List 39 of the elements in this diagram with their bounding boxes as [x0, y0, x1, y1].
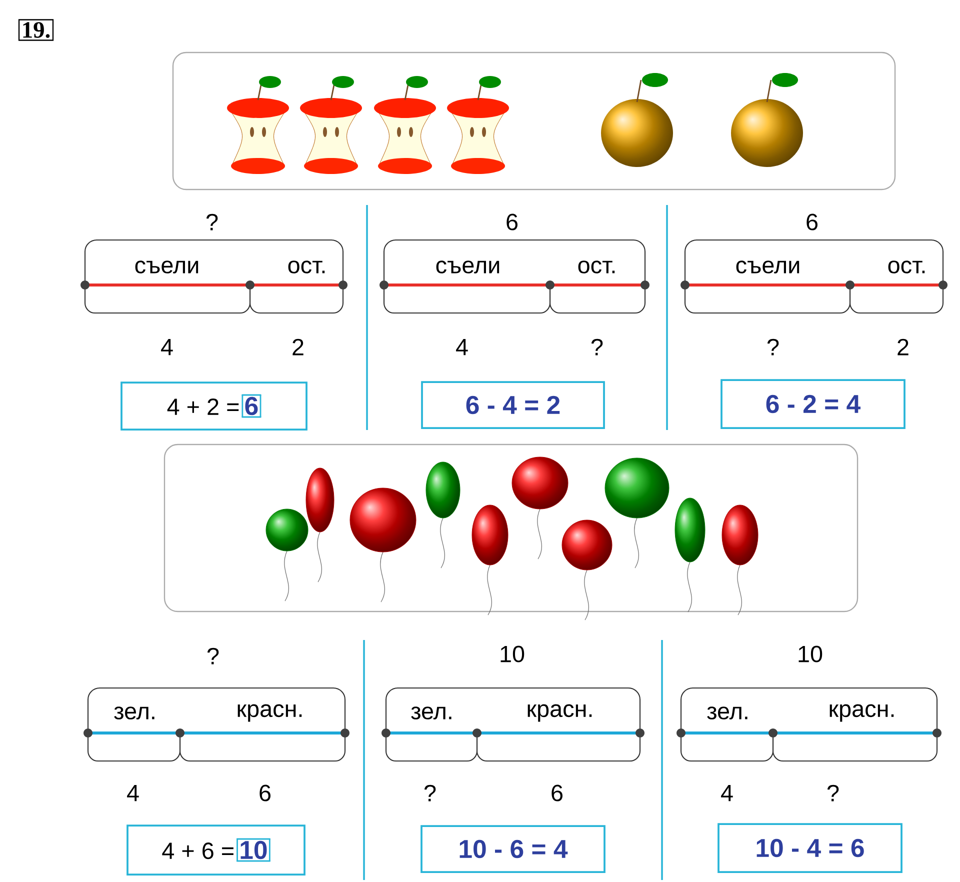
total-label: 10: [500, 646, 524, 662]
part-label: ?: [591, 338, 603, 356]
part-label: 6: [260, 784, 270, 802]
total-label: 10: [798, 646, 822, 662]
picture-panel: [164, 444, 858, 612]
part-label: 4: [456, 338, 468, 356]
exercise-number: 19.: [18, 19, 54, 41]
part-label: 6: [552, 784, 562, 802]
part-label: 4: [161, 338, 173, 356]
segment-label: красн.: [238, 704, 302, 722]
segment-label: ост.: [888, 260, 925, 274]
part-label: 2: [898, 338, 908, 356]
segment-label: съели: [135, 260, 198, 274]
total-label: 6: [506, 214, 518, 230]
segment-label: зел.: [411, 706, 452, 720]
picture-panel: [172, 52, 896, 190]
equation-box: 4 + 6 = 10: [126, 824, 306, 876]
segment-label: съели: [436, 260, 500, 274]
part-label: 4: [721, 784, 733, 802]
part-label: ?: [827, 784, 839, 802]
part-label: ?: [767, 338, 779, 356]
segment-label: ост.: [578, 260, 615, 274]
total-label: ?: [206, 214, 218, 230]
part-label: 4: [127, 784, 139, 802]
segment-label: красн.: [830, 704, 894, 722]
part-label: ?: [424, 784, 436, 802]
segment-label: красн.: [528, 704, 592, 722]
equation-box: 6 - 2 = 4: [720, 379, 906, 429]
equation-box: 4 + 2 = 6: [120, 382, 308, 430]
part-label: 2: [292, 338, 304, 356]
segment-label: съели: [736, 260, 800, 274]
equation-box: 10 - 4 = 6: [718, 823, 902, 873]
total-label: ?: [207, 648, 219, 664]
segment-label: ост.: [288, 260, 325, 274]
equation-box: 6 - 4 = 2: [421, 381, 605, 429]
segment-label: зел.: [707, 706, 748, 720]
equation-box: 10 - 6 = 4: [420, 825, 606, 873]
segment-label: зел.: [114, 706, 154, 720]
total-label: 6: [806, 214, 818, 230]
